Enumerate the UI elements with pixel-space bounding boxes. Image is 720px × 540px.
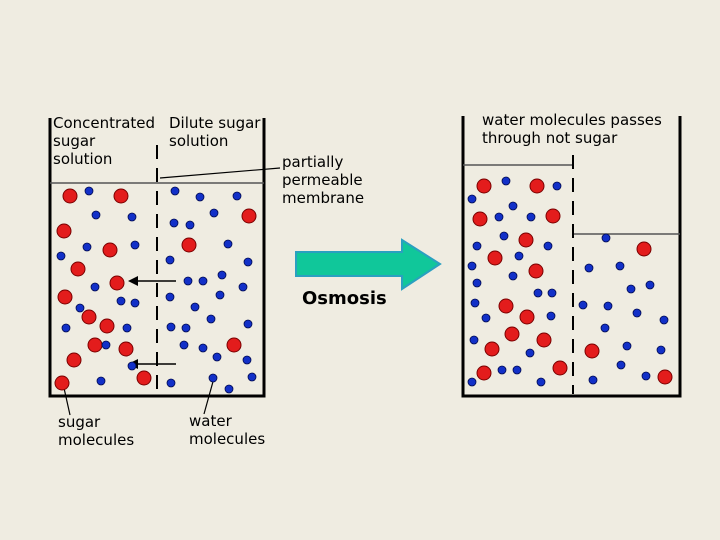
passes-through-label: water molecules passes through not sugar	[482, 111, 662, 147]
dilute-solution-label: Dilute sugar solution	[169, 114, 261, 150]
membrane-pointer	[159, 167, 281, 179]
left-beaker	[48, 118, 266, 398]
concentrated-solution-label: Concentrated sugar solution	[53, 114, 156, 168]
water-pointer	[203, 377, 215, 415]
water-flow-arrows	[128, 276, 176, 369]
right-sugar-molecules	[472, 178, 673, 385]
left-sugar-molecules	[54, 188, 257, 391]
left-water-molecules	[56, 186, 257, 394]
right-water-molecules	[467, 176, 669, 387]
right-beaker	[461, 116, 682, 398]
water-molecules-label: water molecules	[189, 412, 266, 448]
osmosis-label: Osmosis	[302, 288, 387, 309]
sugar-pointer	[63, 387, 71, 416]
osmosis-arrow	[295, 238, 442, 291]
membrane-label: partially permeable membrane	[282, 153, 365, 207]
sugar-molecules-label: sugar molecules	[58, 413, 135, 449]
